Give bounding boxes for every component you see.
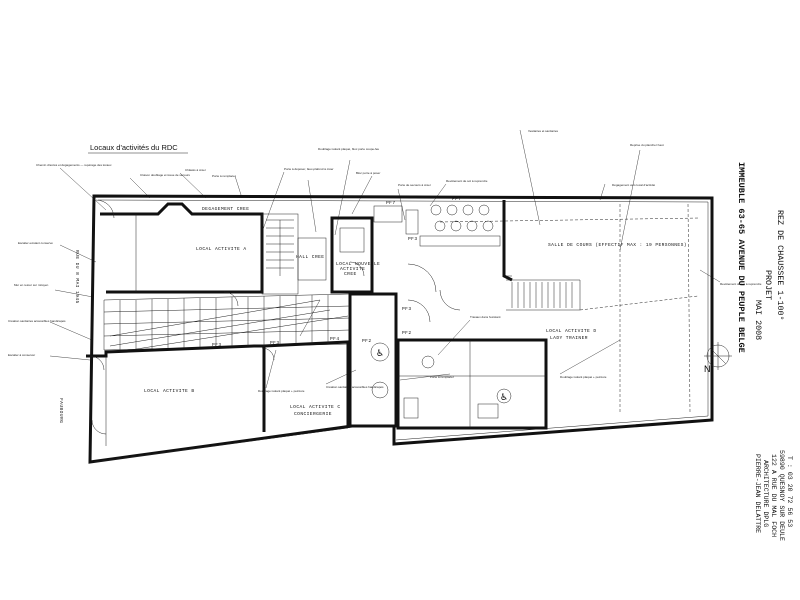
- room-local-d-2: LADY TRAINER: [550, 335, 588, 341]
- note-20: Porte à remplacer: [430, 375, 454, 379]
- building-outline: [88, 194, 714, 464]
- architect-line-1: PIERRE-JEAN DELATTRE: [754, 454, 761, 533]
- note-18: Dégagement vers local d'activité: [612, 183, 655, 187]
- room-local-c-1: LOCAL ACTIVITE C: [290, 404, 341, 410]
- room-local-a: LOCAL ACTIVITE A: [196, 246, 247, 252]
- note-1: Chemin d'accès et dégagements — repérage…: [36, 163, 112, 167]
- room-hall: HALL CREE: [296, 254, 324, 260]
- note-13: Reprise du plancher haut: [630, 143, 664, 147]
- note-17: Escalier à conserver: [8, 353, 35, 357]
- door-tags: PF7 PF7 PF3 PF3 PF4 PF2 PF2 PF3 PF3: [212, 196, 461, 348]
- tag-5: PF4: [330, 336, 339, 342]
- note-10: Porte de secours à créer: [398, 183, 431, 187]
- tag-8: PF3: [402, 306, 411, 312]
- title-line-3: PROJET: [763, 270, 773, 300]
- tag-6: PF2: [362, 338, 371, 344]
- tag-9: PF3: [408, 236, 417, 242]
- room-nouvelle-2: ACTIVITE: [340, 266, 365, 272]
- hall-grid: [103, 295, 351, 351]
- room-degagement: DEGAGEMENT CREE: [202, 206, 249, 212]
- architect-line-2: ARCHITECTURE DPLG: [762, 460, 769, 527]
- note-2: Cloison doublage et issue de secours: [140, 173, 190, 177]
- architect-line-4: 59890 QUESNOY SUR DEULE: [778, 450, 785, 541]
- partitions: [86, 200, 701, 446]
- architect-block: PIERRE-JEAN DELATTRE ARCHITECTURE DPLG 1…: [754, 450, 793, 541]
- note-9: Bloc porte à poser: [356, 171, 380, 175]
- note-15: Doublage isolant plaqué + peinture: [258, 389, 305, 393]
- tag-2: PF7: [452, 196, 461, 202]
- room-local-c-2: CONCIERGERIE: [294, 411, 332, 417]
- annotations: Chemin d'accès et dégagements — repérage…: [8, 129, 762, 393]
- title-line-4: REZ DE CHAUSSEE 1-100°: [775, 210, 785, 321]
- title-line-1: IMMEUBLE 63-65 AVENUE DU PEUPLE BELGE: [736, 162, 746, 353]
- wheelchair-icon-2: ♿: [500, 393, 508, 403]
- note-6: Porte à déposer, faux-plafond à créer: [284, 167, 334, 171]
- room-nouvelle-3: CREE: [344, 271, 357, 277]
- room-salle-cours: SALLE DE COURS (EFFECTIF MAX : 19 PERSON…: [548, 242, 687, 248]
- classroom-chairs: [419, 204, 501, 247]
- note-8: Création sanitaires accessibles handicap…: [8, 319, 66, 323]
- wheelchair-icon: ♿: [376, 349, 384, 359]
- note-21: Doublage isolant plaqué + peinture: [560, 375, 607, 379]
- note-22: Revêtement de sol à reprendre: [720, 282, 762, 286]
- room-local-d-1: LOCAL ACTIVITE D: [546, 328, 597, 334]
- room-nouvelle-1: LOCAL NOUVELLE: [336, 261, 380, 267]
- title-line-2: MAI 2008: [753, 300, 763, 340]
- note-19: Création sanitaires accessibles handicap…: [326, 385, 384, 389]
- note-11: Vestiaires et sanitaires: [528, 129, 559, 133]
- note-12: Revêtement de sol à reprendre: [446, 179, 488, 183]
- architect-line-3: 122 A RUE DU MAL FOCH: [770, 454, 777, 537]
- note-4: Châssis à créer: [185, 168, 206, 172]
- note-5: Doublage isolant plaqué, bloc porte coup…: [318, 147, 380, 151]
- door-swings: [89, 199, 461, 435]
- north-arrow: N: [704, 342, 732, 374]
- tag-4: PF3: [270, 340, 279, 346]
- title-block: IMMEUBLE 63-65 AVENUE DU PEUPLE BELGE MA…: [736, 162, 785, 353]
- tag-1: PF7: [386, 200, 395, 206]
- note-14: Travaux dans l'existant: [470, 315, 501, 319]
- north-label: N: [704, 364, 711, 374]
- street-label-bottom: FAUBOURG: [58, 398, 64, 423]
- tag-7: PF2: [402, 330, 411, 336]
- tag-3: PF3: [212, 342, 221, 348]
- note-3: Porte à remplacer: [212, 174, 236, 178]
- accessible-toilets: ♿ ♿: [370, 342, 512, 419]
- plan-heading: Locaux d'activités du RDC: [90, 143, 178, 152]
- architect-line-5: T : 03 20 72 56 53: [786, 456, 793, 527]
- note-7: Escalier existant conservé: [18, 241, 53, 245]
- note-16: Mur en retour sur mitoyen: [14, 283, 49, 287]
- room-local-b: LOCAL ACTIVITE B: [144, 388, 195, 394]
- street-label-top: RUE DU 8 MAI 1945: [74, 250, 80, 304]
